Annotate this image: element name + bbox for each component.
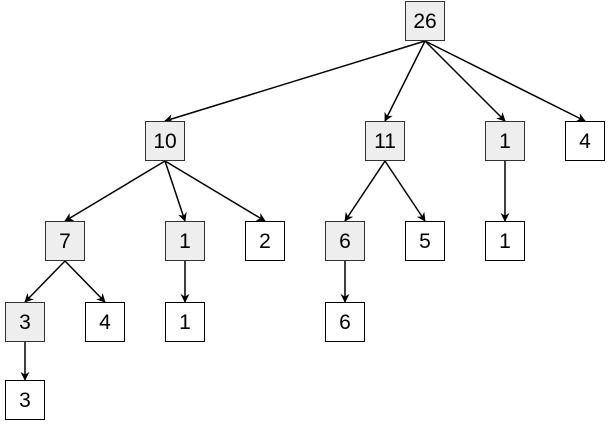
tree-leaf-1-level2: 1 <box>485 221 525 261</box>
tree-edge-n10-n2 <box>164 160 266 222</box>
tree-edge-n26-n11 <box>384 40 426 122</box>
node-label: 3 <box>19 310 31 334</box>
tree-leaf-2: 2 <box>245 221 285 261</box>
tree-leaf-3: 3 <box>5 380 45 420</box>
node-label: 1 <box>179 229 191 253</box>
tree-edge-n26-n1a <box>424 40 506 122</box>
tree-leaf-4-level3: 4 <box>85 302 125 342</box>
tree-leaf-1-level3: 1 <box>165 302 205 342</box>
tree-node-1-level1: 1 <box>485 121 525 161</box>
node-label: 4 <box>579 129 591 153</box>
tree-edge-n26-n10 <box>164 40 426 123</box>
node-label: 2 <box>259 229 271 253</box>
tree-edge-n7-n4b <box>64 260 106 303</box>
node-label: 1 <box>499 129 511 153</box>
tree-node-1-level2: 1 <box>165 221 205 261</box>
node-label: 4 <box>99 310 111 334</box>
tree-leaf-4-level1: 4 <box>565 121 605 161</box>
tree-node-7: 7 <box>45 221 85 261</box>
node-label: 26 <box>413 9 437 33</box>
node-label: 10 <box>153 129 177 153</box>
tree-node-6: 6 <box>325 221 365 261</box>
tree-edge-n26-n4a <box>424 40 586 122</box>
tree-edge-n7-n3a <box>24 260 66 303</box>
tree-edge-n11-n6a <box>344 160 386 222</box>
node-label: 5 <box>419 229 431 253</box>
node-label: 1 <box>499 229 511 253</box>
tree-leaf-6: 6 <box>325 302 365 342</box>
node-label: 7 <box>59 229 71 253</box>
tree-edge-n10-n1b <box>164 160 187 222</box>
tree-leaf-5: 5 <box>405 221 445 261</box>
node-label: 3 <box>19 388 31 412</box>
node-label: 11 <box>374 129 396 153</box>
tree-edge-n10-n7 <box>64 160 166 222</box>
tree-node-10: 10 <box>145 121 185 161</box>
tree-node-3: 3 <box>5 302 45 342</box>
tree-edge-n11-n5 <box>384 160 426 222</box>
node-label: 1 <box>179 310 191 334</box>
tree-node-11: 11 <box>365 121 405 161</box>
node-label: 6 <box>339 229 351 253</box>
node-label: 6 <box>339 310 351 334</box>
tree-node-26: 26 <box>405 1 445 41</box>
